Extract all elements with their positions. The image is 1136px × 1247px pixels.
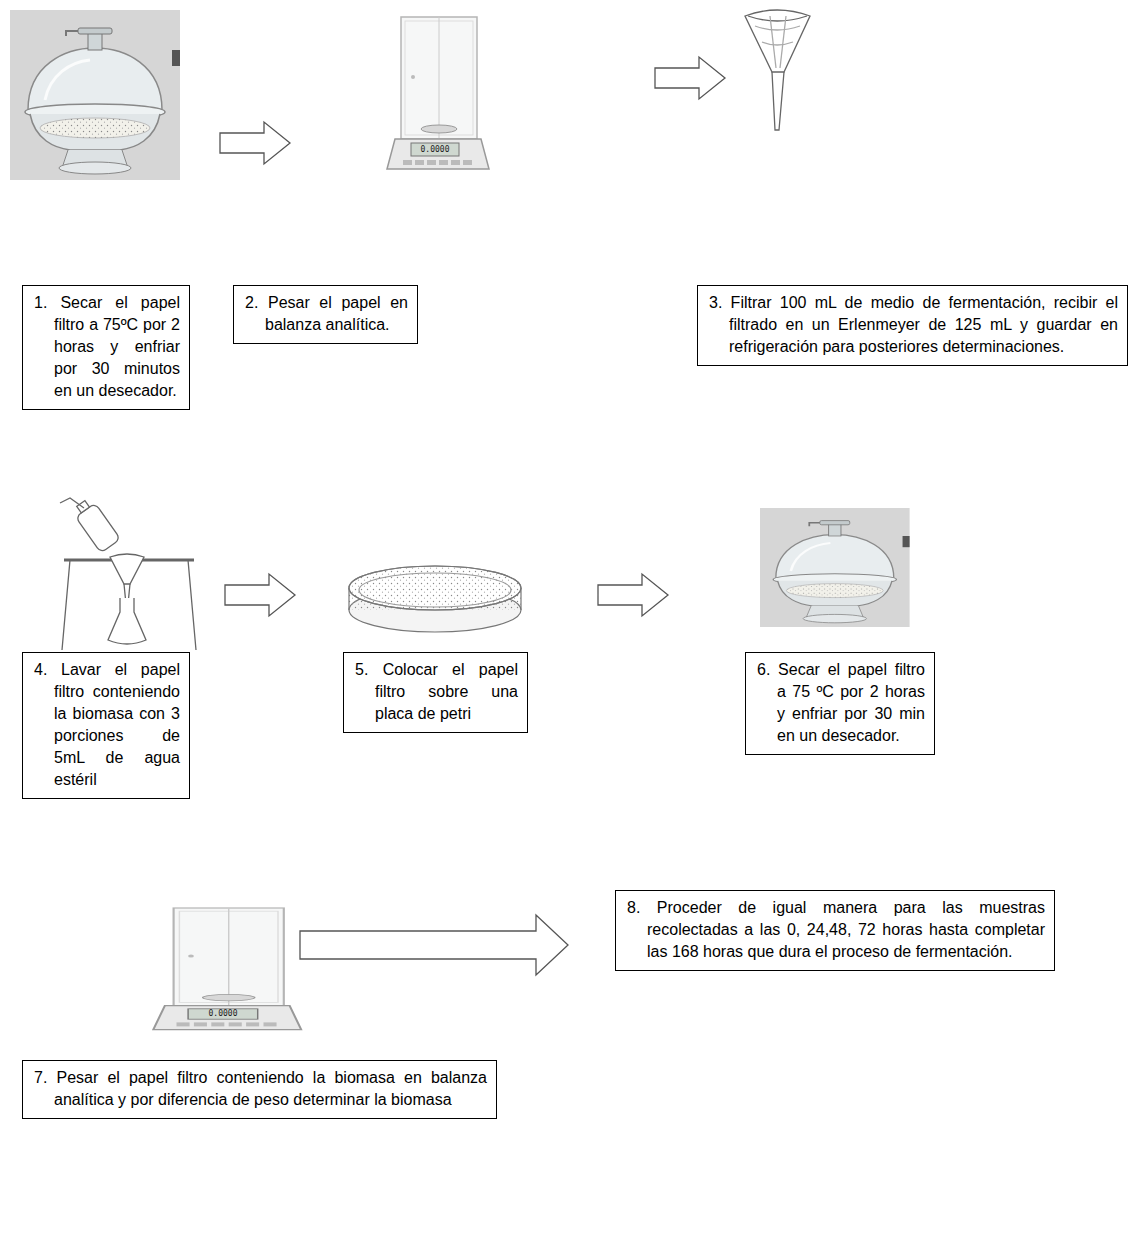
desiccator-photo bbox=[760, 508, 910, 627]
process-box: 8. Proceder de igual manera para las mue… bbox=[615, 890, 1055, 971]
step-text: 5. Colocar el papel filtro sobre una pla… bbox=[375, 659, 518, 725]
process-box: 6. Secar el papel filtro a 75 ºC por 2 h… bbox=[745, 652, 935, 755]
process-box: 4. Lavar el papel filtro conteniendo la … bbox=[22, 652, 190, 799]
block-arrow bbox=[220, 122, 290, 164]
block-arrow bbox=[225, 574, 295, 616]
block-arrow bbox=[655, 57, 725, 99]
balance-photo bbox=[153, 908, 301, 1030]
block-arrow bbox=[300, 915, 568, 975]
step-text: 1. Secar el papel filtro a 75ºC por 2 ho… bbox=[54, 292, 180, 402]
step-text: 6. Secar el papel filtro a 75 ºC por 2 h… bbox=[777, 659, 925, 747]
process-box: 5. Colocar el papel filtro sobre una pla… bbox=[343, 652, 528, 733]
desiccator-photo bbox=[10, 10, 180, 180]
process-box: 1. Secar el papel filtro a 75ºC por 2 ho… bbox=[22, 285, 190, 410]
process-box: 2. Pesar el papel en balanza analítica. bbox=[233, 285, 418, 344]
step-text: 3. Filtrar 100 mL de medio de fermentaci… bbox=[729, 292, 1118, 358]
display-reading: 0.0000 bbox=[188, 1009, 258, 1019]
petri-dish bbox=[349, 566, 521, 632]
step-text: 7. Pesar el papel filtro conteniendo la … bbox=[54, 1067, 487, 1111]
process-box: 7. Pesar el papel filtro conteniendo la … bbox=[22, 1060, 497, 1119]
step-text: 2. Pesar el papel en balanza analítica. bbox=[265, 292, 408, 336]
step-text: 8. Proceder de igual manera para las mue… bbox=[647, 897, 1045, 963]
washing-setup bbox=[60, 497, 196, 650]
display-reading: 0.0000 bbox=[411, 145, 459, 155]
funnel-drawing bbox=[745, 10, 810, 130]
balance-photo bbox=[387, 17, 489, 169]
step-text: 4. Lavar el papel filtro conteniendo la … bbox=[54, 659, 180, 791]
process-box: 3. Filtrar 100 mL de medio de fermentaci… bbox=[697, 285, 1128, 366]
block-arrow bbox=[598, 574, 668, 616]
